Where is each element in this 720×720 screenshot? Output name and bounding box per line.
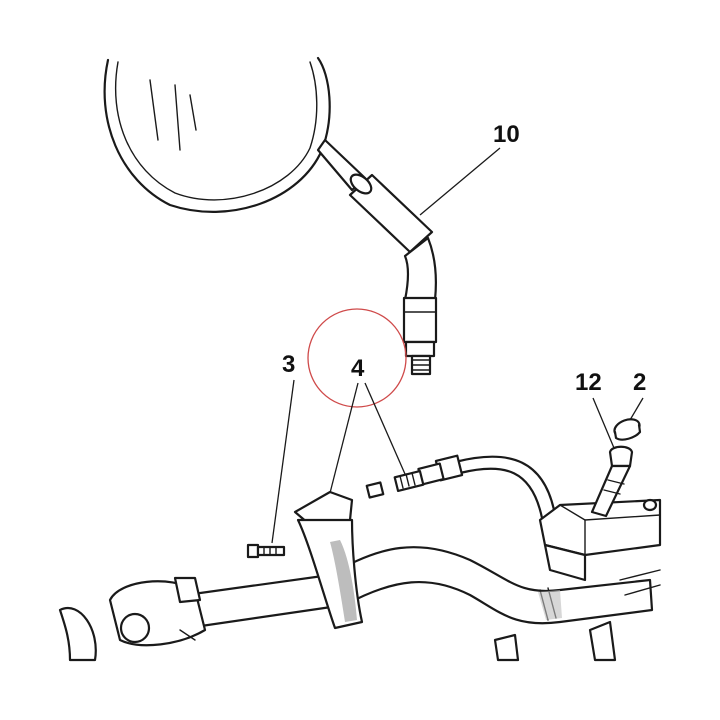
callout-10: 10 [493,121,520,148]
callout-12: 12 [575,369,602,396]
throttle-cable-icon [365,454,557,520]
callout-2: 2 [633,369,646,396]
callout-4: 4 [351,355,365,382]
left-switch-housing-icon [58,576,207,662]
leader-2 [629,397,644,421]
leader-10 [419,147,501,216]
leader-12 [592,397,615,449]
control-housing-icon [293,490,364,630]
right-bracket-icon [493,498,662,662]
cap-2-icon [613,418,642,441]
callout-3: 3 [282,351,295,378]
bolt-12-icon [590,445,634,518]
leader-3 [271,379,295,544]
screw-3-icon [246,543,286,559]
mirror-icon [103,56,331,213]
leader-4b [364,382,406,475]
leader-4a [329,382,359,494]
highlight-circle [307,308,407,408]
mirror-stem-icon [316,138,438,376]
handlebar-icon [148,546,654,634]
